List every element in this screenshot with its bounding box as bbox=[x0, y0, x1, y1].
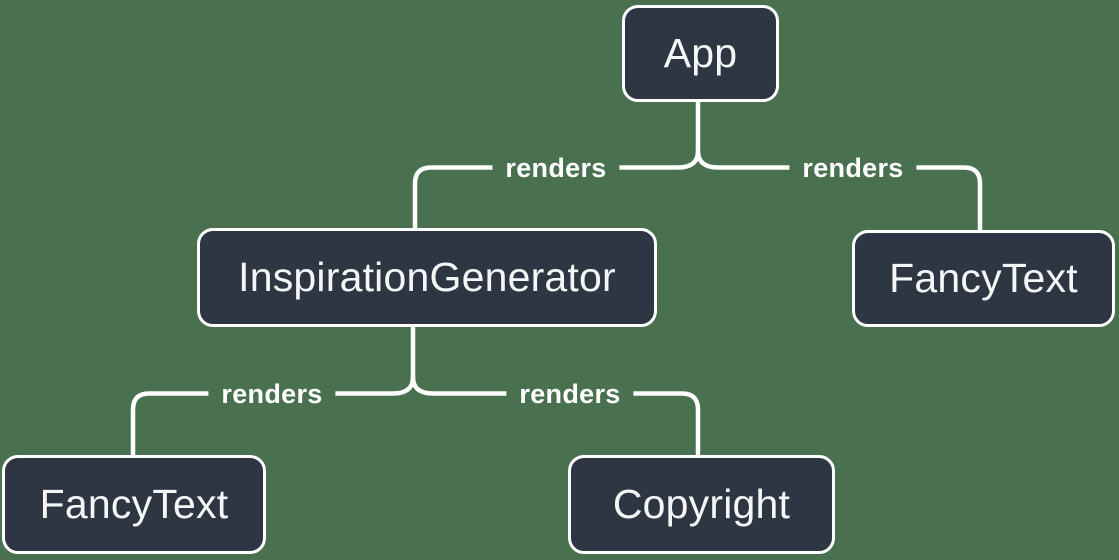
edge-label-renders-inspirationgenerator-fancytext: renders bbox=[208, 377, 336, 411]
node-fancy-text-top: FancyText bbox=[852, 230, 1115, 327]
node-app: App bbox=[622, 5, 779, 102]
edge-label-renders-app-fancytext: renders bbox=[789, 151, 917, 185]
edge-app-to-fancytext bbox=[695, 148, 983, 234]
node-copyright: Copyright bbox=[568, 455, 835, 554]
node-fancy-text-top-label: FancyText bbox=[889, 255, 1078, 301]
node-fancy-text-bottom: FancyText bbox=[2, 455, 266, 554]
node-inspiration-generator-label: InspirationGenerator bbox=[238, 254, 616, 300]
node-fancy-text-bottom-label: FancyText bbox=[39, 481, 229, 527]
edge-label-renders-inspirationgenerator-copyright: renders bbox=[506, 377, 634, 411]
edge-inspirationgenerator-to-copyright bbox=[410, 374, 701, 459]
node-inspiration-generator: InspirationGenerator bbox=[197, 228, 657, 327]
edge-label-renders-app-inspirationgenerator: renders bbox=[492, 151, 620, 185]
node-copyright-label: Copyright bbox=[612, 481, 791, 527]
node-app-label: App bbox=[663, 30, 738, 76]
